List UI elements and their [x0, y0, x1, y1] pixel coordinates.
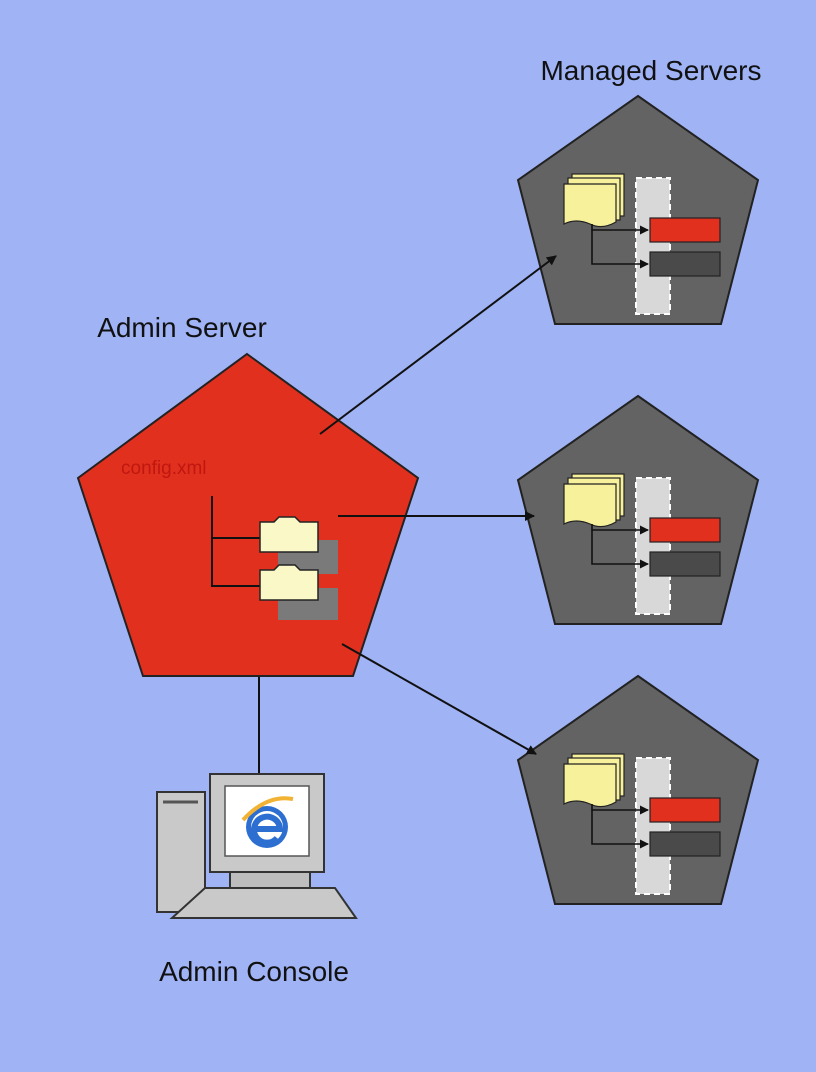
admin-console-label: Admin Console	[159, 956, 349, 987]
folder-icon	[259, 516, 319, 553]
config-tree-line	[211, 496, 262, 587]
arrow-to-managed-server-1	[319, 255, 557, 435]
arrow-to-managed-server-3	[341, 643, 537, 755]
managed-server-3	[516, 674, 760, 905]
folder-icon	[259, 564, 319, 601]
managed-server-1	[516, 94, 760, 325]
config-file-label: config.xml	[121, 458, 207, 479]
internet-explorer-icon	[241, 796, 294, 848]
managed-servers-label: Managed Servers	[540, 55, 761, 86]
managed-server-2	[516, 394, 760, 625]
desktop-computer-icon	[156, 773, 358, 919]
admin-server-label: Admin Server	[97, 312, 267, 343]
